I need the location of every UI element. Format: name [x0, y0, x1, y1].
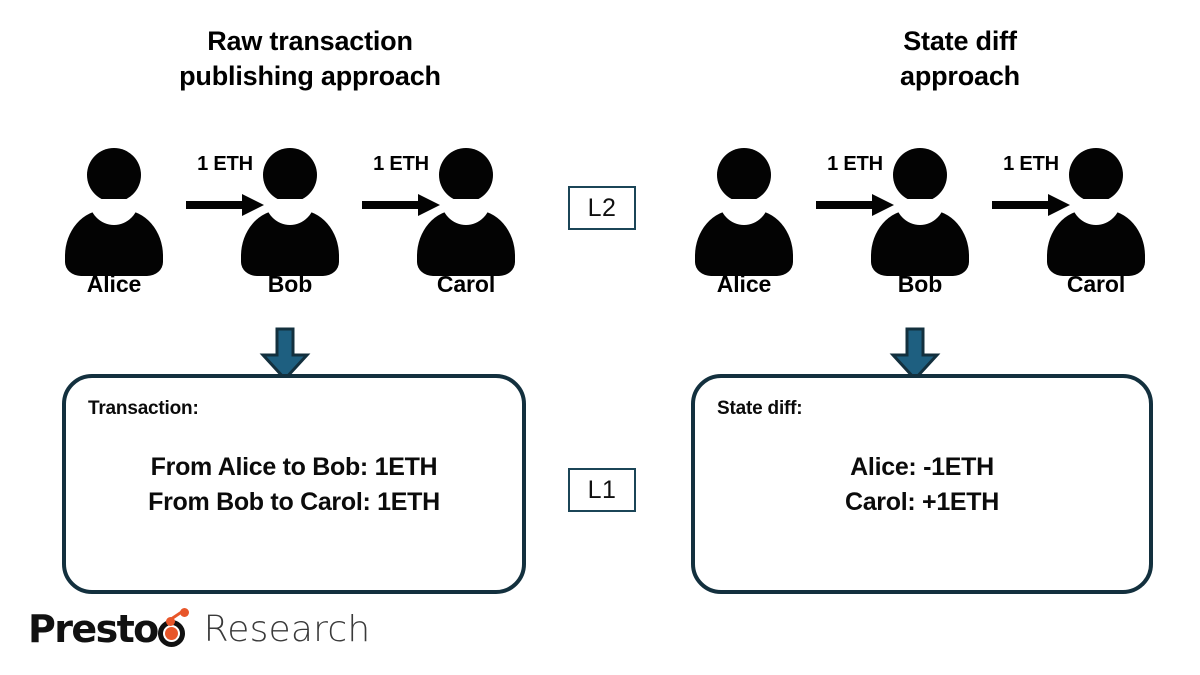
transfer-alice-to-bob-left: 1 ETH — [164, 154, 286, 216]
panel-title-state-diff: State diff approach — [900, 26, 1020, 91]
logo-word-primary: Presto — [28, 607, 159, 651]
logo-word-secondary: Research — [203, 609, 371, 650]
arrow-down-icon — [889, 327, 941, 381]
arrow-right-icon — [362, 194, 440, 216]
data-box-transaction: Transaction: From Alice to Bob: 1ETH Fro… — [62, 374, 526, 594]
arrow-down-icon — [259, 327, 311, 381]
person-body-icon — [1047, 199, 1145, 276]
person-head-icon — [87, 148, 141, 202]
data-box-line: Carol: +1ETH — [844, 487, 1000, 516]
data-box-line: Alice: -1ETH — [850, 453, 994, 481]
actor-bob-l2-left: Bob — [238, 146, 342, 298]
actor-alice-l2-left: Alice — [62, 146, 166, 298]
person-head-icon — [263, 148, 317, 202]
data-box-label: Transaction: — [88, 398, 199, 419]
person-head-icon — [1069, 148, 1123, 202]
person-body-icon — [417, 199, 515, 276]
person-head-icon — [439, 148, 493, 202]
person-icon — [416, 146, 516, 276]
person-head-icon — [717, 148, 771, 202]
actor-row-left: Alice 1 ETH Bob 1 ETH — [62, 146, 520, 316]
data-box-content: Alice: -1ETH Carol: +1ETH — [695, 450, 1149, 519]
transfer-bob-to-carol-right: 1 ETH — [970, 154, 1092, 216]
transfer-amount: 1 ETH — [373, 153, 429, 175]
person-body-icon — [65, 199, 163, 276]
actor-alice-l2-right: Alice — [692, 146, 796, 298]
person-icon — [870, 146, 970, 276]
data-box-line: From Alice to Bob: 1ETH — [150, 453, 438, 481]
data-box-content: From Alice to Bob: 1ETH From Bob to Caro… — [66, 450, 522, 519]
transfer-amount: 1 ETH — [1003, 153, 1059, 175]
actor-carol-l2-right: Carol — [1044, 146, 1148, 298]
transfer-amount: 1 ETH — [827, 153, 883, 175]
person-body-icon — [871, 199, 969, 276]
arrow-right-icon — [816, 194, 894, 216]
actor-carol-l2-left: Carol — [414, 146, 518, 298]
layer-badge-l2: L2 — [568, 186, 636, 230]
transfer-bob-to-carol-left: 1 ETH — [340, 154, 462, 216]
person-icon — [64, 146, 164, 276]
person-body-icon — [241, 199, 339, 276]
panel-title-raw-transaction: Raw transaction publishing approach — [179, 26, 441, 91]
person-body-icon — [695, 199, 793, 276]
transfer-alice-to-bob-right: 1 ETH — [794, 154, 916, 216]
data-box-label: State diff: — [717, 398, 803, 419]
actor-bob-l2-right: Bob — [868, 146, 972, 298]
data-box-line: From Bob to Carol: 1ETH — [148, 487, 440, 516]
person-icon — [694, 146, 794, 276]
arrow-right-icon — [992, 194, 1070, 216]
presto-research-logo: Presto Research — [28, 600, 370, 648]
data-box-state-diff: State diff: Alice: -1ETH Carol: +1ETH — [691, 374, 1153, 594]
layer-badge-l1: L1 — [568, 468, 636, 512]
person-head-icon — [893, 148, 947, 202]
transfer-amount: 1 ETH — [197, 153, 253, 175]
person-icon — [240, 146, 340, 276]
person-icon — [1046, 146, 1146, 276]
arrow-right-icon — [186, 194, 264, 216]
actor-row-right: Alice 1 ETH Bob 1 ETH — [692, 146, 1150, 316]
presto-node-mark-icon — [156, 602, 196, 648]
